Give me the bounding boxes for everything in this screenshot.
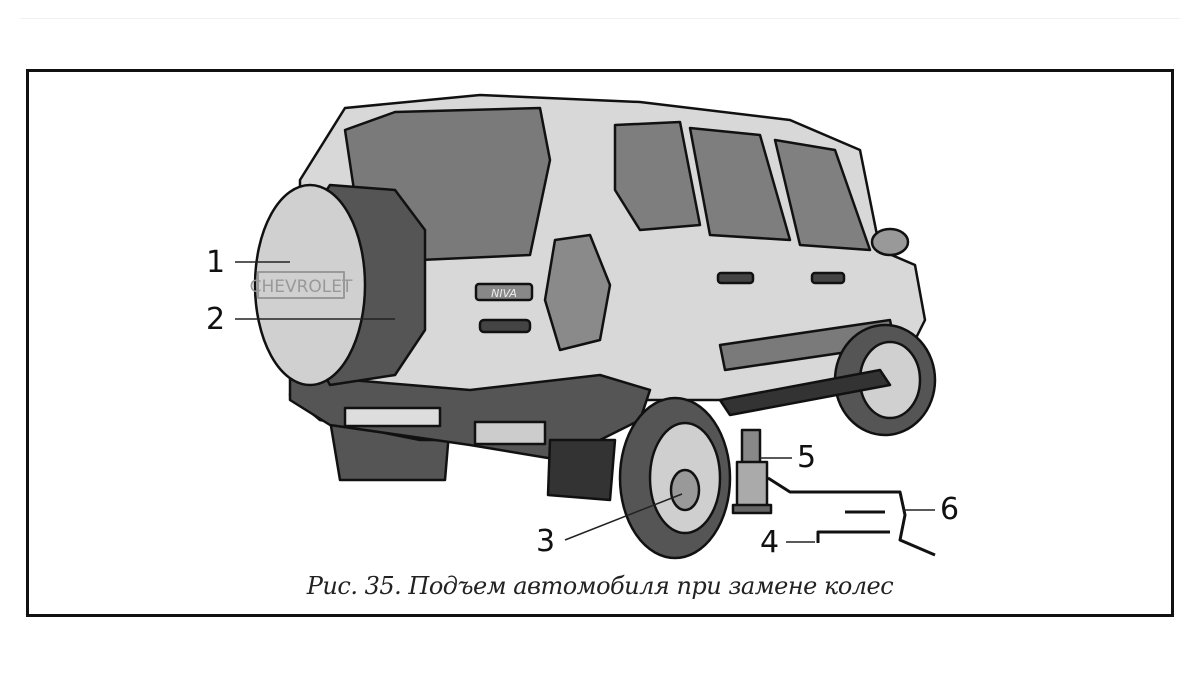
wheel-wrench <box>816 530 890 543</box>
license-plate-area <box>343 406 442 428</box>
side-window-1 <box>613 120 702 232</box>
leader-lines <box>235 261 935 543</box>
callout-6: 6 <box>940 492 960 527</box>
callout-3: 3 <box>536 524 556 559</box>
mudflap <box>546 438 617 502</box>
side-sill <box>718 368 892 417</box>
side-window-2 <box>688 126 792 242</box>
side-window-3 <box>773 138 872 252</box>
top-divider <box>20 18 1180 19</box>
spare-wheel-cover <box>253 183 367 387</box>
callout-5: 5 <box>797 440 817 475</box>
side-door-handle-2 <box>810 271 846 285</box>
side-mirror <box>870 227 910 257</box>
door-handle <box>478 318 532 334</box>
figure-caption: Рис. 35. Подъем автомобиля при замене ко… <box>306 572 894 600</box>
rear-quarter-panel <box>543 233 612 352</box>
callout-1: 1 <box>206 245 226 280</box>
jack <box>740 428 762 467</box>
spare-cover-label-box <box>257 271 345 299</box>
side-door-handle-1 <box>716 271 755 285</box>
niva-badge-text: NIVA <box>491 287 517 300</box>
spare-cover-text: CHEVROLET <box>250 277 353 297</box>
badge-plate <box>474 282 534 302</box>
callout-4: 4 <box>760 525 780 560</box>
callout-2: 2 <box>206 302 226 337</box>
jack-handle <box>767 476 936 557</box>
tail-light <box>473 420 547 446</box>
